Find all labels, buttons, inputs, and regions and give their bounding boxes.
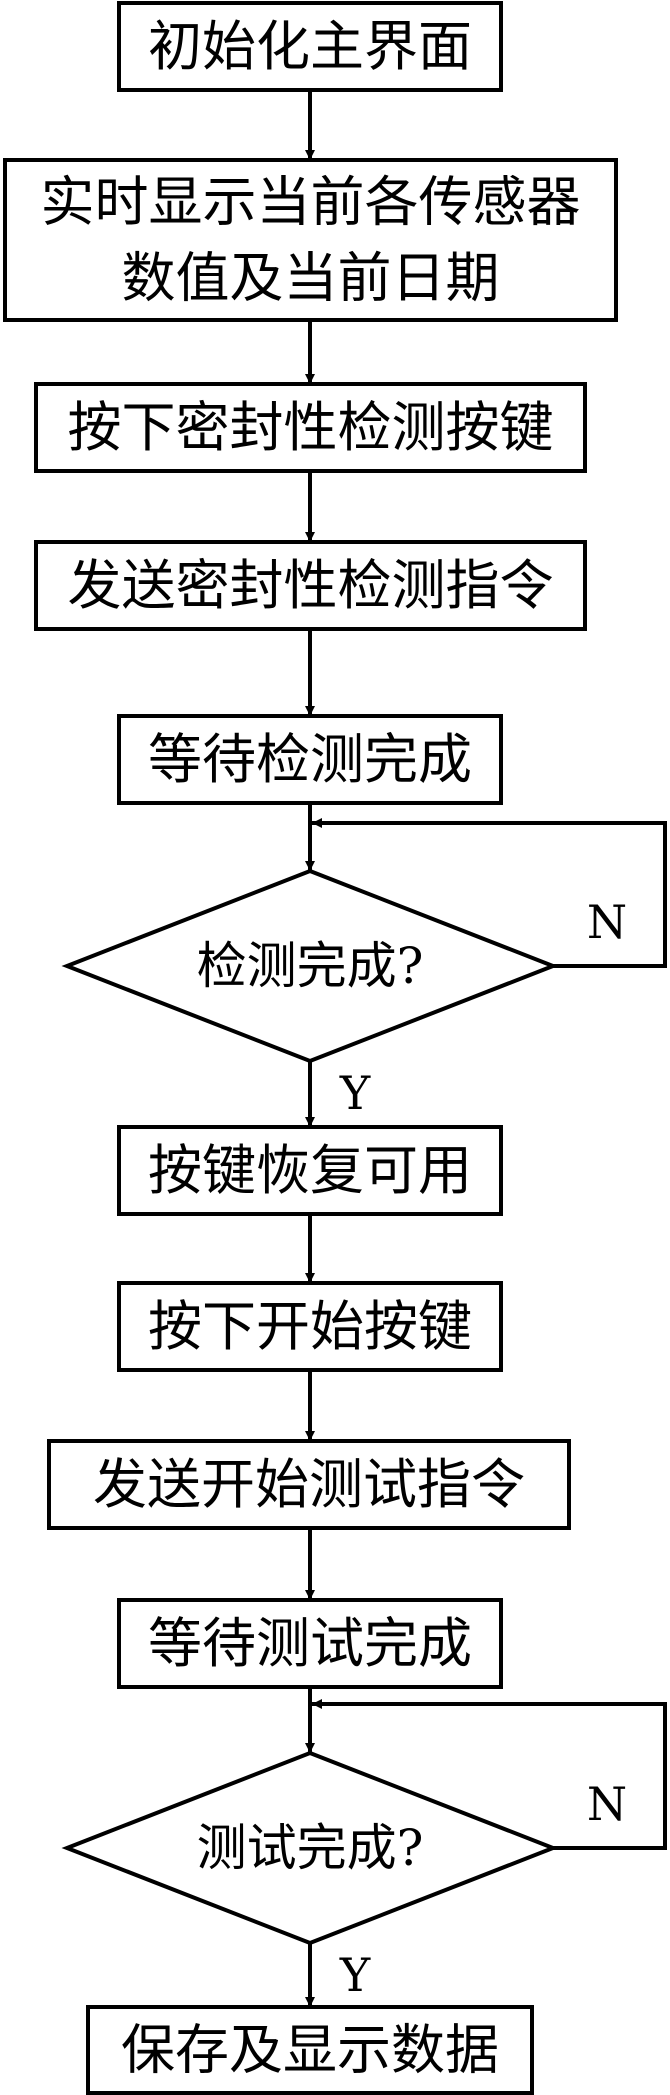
no-branch-label: N xyxy=(587,1777,627,1831)
process-box xyxy=(117,1,503,92)
flow-step-label: 按下开始按键 xyxy=(148,1295,472,1358)
process-box xyxy=(47,1439,571,1530)
decision-diamond xyxy=(61,868,559,1064)
flow-step-save: 保存及显示数据 xyxy=(86,2005,534,2095)
flow-step-label: 数值及当前日期 xyxy=(122,247,500,310)
flow-step-label: 保存及显示数据 xyxy=(121,2019,499,2082)
flow-step-label: 等待检测完成 xyxy=(148,728,472,791)
process-box xyxy=(117,1281,503,1372)
flow-step-send-start: 发送开始测试指令 xyxy=(47,1439,571,1530)
process-box xyxy=(117,1125,503,1216)
loop-back-arrow xyxy=(312,1699,667,1850)
flow-step-check-test: 测试完成? xyxy=(61,1750,559,1946)
flow-step-label: 等待测试完成 xyxy=(148,1612,472,1675)
flow-step-label: 初始化主界面 xyxy=(148,15,472,78)
flow-step-init: 初始化主界面 xyxy=(117,1,503,92)
flow-step-wait-test: 等待测试完成 xyxy=(117,1598,503,1689)
decision-diamond xyxy=(61,1750,559,1946)
yes-branch-label: Y xyxy=(339,1948,371,2002)
flow-step-label: 按键恢复可用 xyxy=(148,1139,472,1202)
process-box xyxy=(34,382,587,473)
process-box xyxy=(86,2005,534,2095)
no-branch-label: N xyxy=(587,895,627,949)
process-box xyxy=(34,540,587,631)
flow-step-label: 检测完成? xyxy=(197,937,424,995)
process-box xyxy=(117,714,503,805)
flow-step-press-seal: 按下密封性检测按键 xyxy=(34,382,587,473)
flow-step-press-start: 按下开始按键 xyxy=(117,1281,503,1372)
flow-step-send-seal: 发送密封性检测指令 xyxy=(34,540,587,631)
flow-step-check-seal: 检测完成? xyxy=(61,868,559,1064)
flow-step-label: 按下密封性检测按键 xyxy=(68,396,554,459)
flow-step-wait-seal: 等待检测完成 xyxy=(117,714,503,805)
flow-step-label: 测试完成? xyxy=(197,1819,424,1877)
loop-back-arrow xyxy=(312,818,667,968)
process-box xyxy=(117,1598,503,1689)
process-box xyxy=(3,158,618,322)
yes-branch-label: Y xyxy=(339,1066,371,1120)
flow-step-label: 发送密封性检测指令 xyxy=(68,554,554,617)
flow-step-restore: 按键恢复可用 xyxy=(117,1125,503,1216)
flow-step-label: 发送开始测试指令 xyxy=(93,1453,525,1516)
flow-step-label: 实时显示当前各传感器 xyxy=(41,171,581,234)
